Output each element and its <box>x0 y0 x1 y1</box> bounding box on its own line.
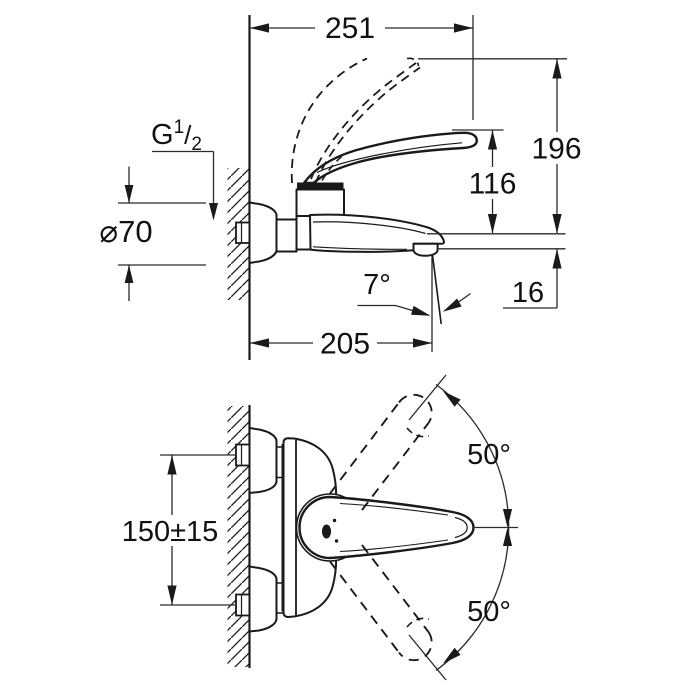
dim-height-196: 196 <box>531 59 582 234</box>
dim-251-label: 251 <box>325 12 375 45</box>
spray-direction-line <box>431 254 442 325</box>
spout <box>309 213 446 253</box>
thread-base: G <box>151 119 174 151</box>
dim-hole-spacing-150: 150±15 <box>122 454 236 606</box>
thread-text: G1/2 <box>151 117 202 155</box>
lever-bottom-contour <box>339 539 449 553</box>
detail-dot-upper <box>332 518 337 523</box>
pipe-lower <box>235 593 251 617</box>
thread-label-g12: G1/2 <box>151 117 218 221</box>
escutcheon-necks <box>276 446 283 614</box>
dim-150-label: 150±15 <box>122 516 219 548</box>
dim-205-label: 205 <box>320 328 370 361</box>
lever-raised-dashed <box>290 57 421 184</box>
detail-dot-lower <box>334 539 339 543</box>
lever-top-contour <box>339 502 449 516</box>
dim-reach-205: 205 <box>250 328 432 361</box>
escutcheon-upper <box>248 427 278 494</box>
union-nut <box>275 218 298 253</box>
escutcheon-side <box>248 201 278 264</box>
lever-highlight-line <box>316 142 463 174</box>
side-view: 251 196 116 16 <box>99 12 581 361</box>
supply-pipe-side <box>235 221 251 244</box>
reference-lines-side <box>418 15 567 352</box>
lever-swung-down-dashed <box>329 544 433 662</box>
angle-7-label: 7° <box>363 269 391 301</box>
faucet-side <box>248 131 478 264</box>
pipe-body <box>235 221 251 244</box>
angle-50-upper-label: 50° <box>467 439 511 471</box>
dim-196-label: 196 <box>531 133 581 166</box>
wall-section-side <box>227 15 251 360</box>
lever-swung-up-dashed <box>329 393 433 511</box>
dim-70-label: ⌀70 <box>99 214 152 249</box>
dim-16-label: 16 <box>512 277 544 309</box>
dim-116-label: 116 <box>469 168 517 201</box>
dim-height-116: 116 <box>469 130 517 234</box>
thread-denominator: 2 <box>191 134 202 155</box>
aerator <box>412 242 439 257</box>
spout-underside-line <box>312 246 408 250</box>
thread-separator: / <box>184 120 192 150</box>
cartridge-housing <box>295 188 345 217</box>
lever-handle-side <box>302 131 478 185</box>
pipe-upper <box>235 443 251 467</box>
front-view: 50° 50° 150±15 <box>122 374 518 681</box>
body-cylinder <box>295 214 312 251</box>
spout-contour-line <box>312 221 426 235</box>
angle-50-lower-label: 50° <box>467 596 511 628</box>
dim-offset-16: 16 <box>503 249 562 309</box>
dim-flange-diameter-70: ⌀70 <box>99 166 206 301</box>
faucet-front <box>248 427 475 633</box>
dim-spray-angle-7: 7° <box>357 269 471 316</box>
dim-swing-angles: 50° 50° <box>408 374 518 681</box>
thread-numerator: 1 <box>174 117 185 138</box>
temperature-indicator-dot <box>321 524 332 539</box>
dim-projection-251: 251 <box>250 12 473 45</box>
lever-tip-highlight <box>454 516 468 539</box>
cartridge-shadow-band <box>297 182 344 191</box>
escutcheon-lower <box>248 565 278 633</box>
